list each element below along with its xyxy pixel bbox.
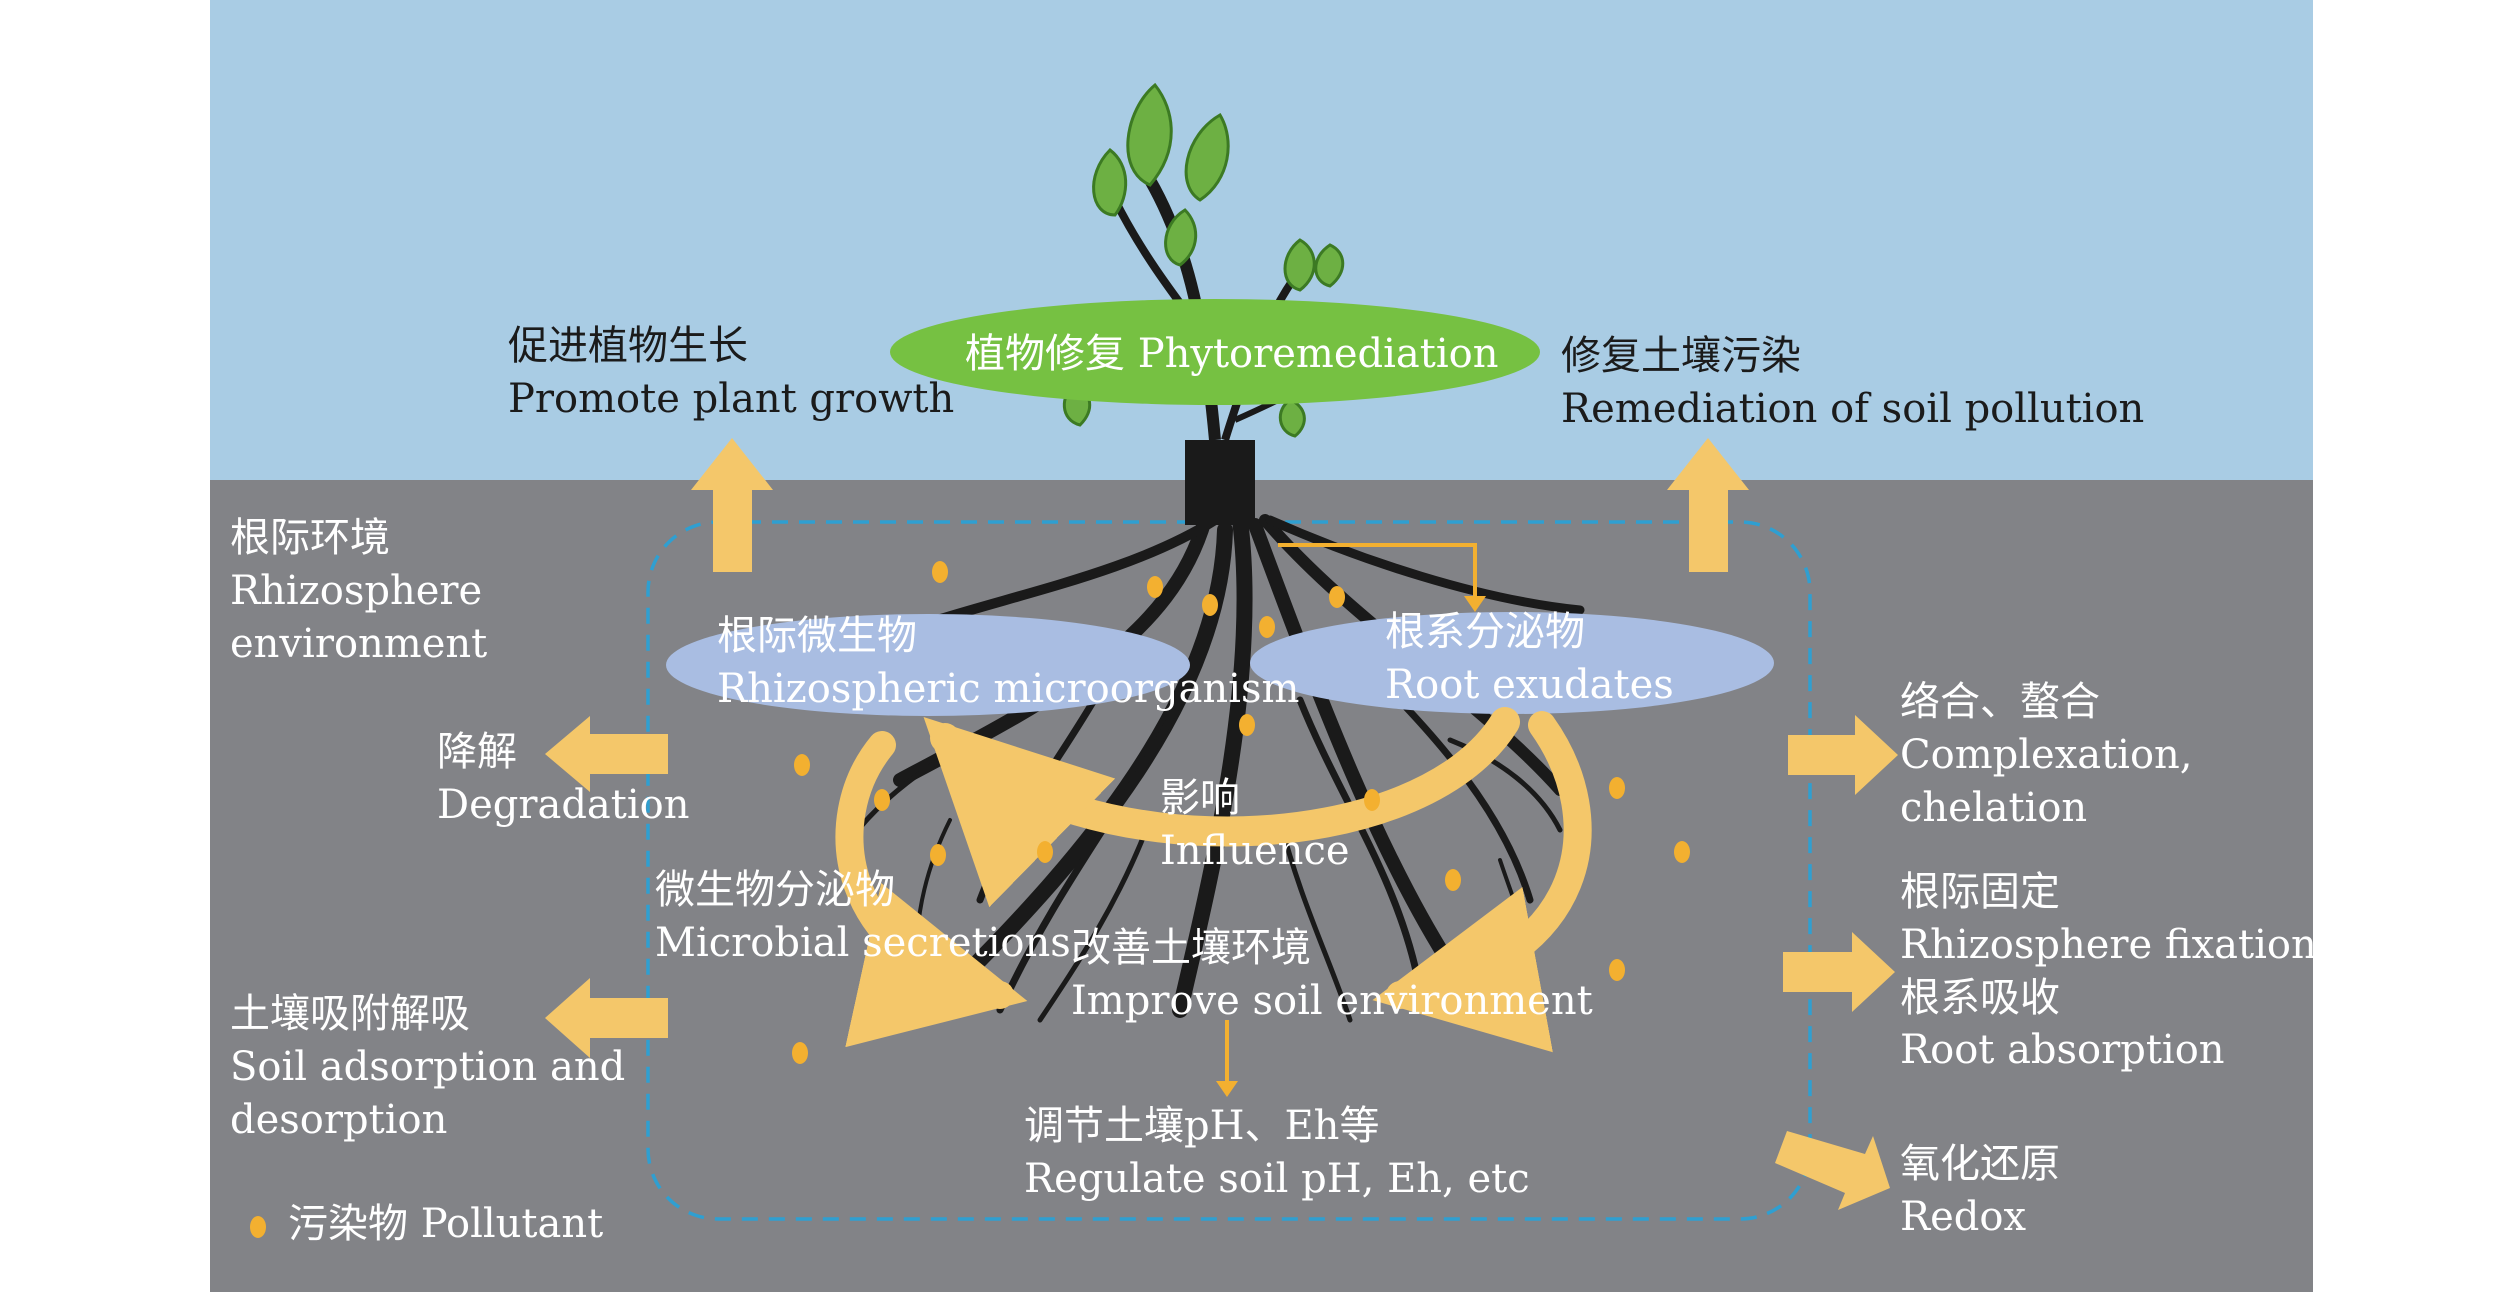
adsorption-arrow: [545, 978, 668, 1058]
degradation-label: 降解 Degradation: [437, 726, 689, 832]
exudates-en: Root exudates: [1385, 661, 1674, 708]
influence-arrow: [923, 707, 1520, 908]
degradation-cn: 降解: [437, 729, 517, 775]
phytoremediation-label: 植物修复 Phytoremediation: [965, 331, 1499, 377]
pollutant-dot: [1147, 576, 1163, 598]
degradation-en: Degradation: [437, 781, 690, 828]
rhizosphere-boundary: [646, 520, 1812, 1221]
microorganism-en: Rhizospheric microorganism: [717, 665, 1300, 712]
exudates-cn: 根系分泌物: [1385, 609, 1585, 655]
adsorption-label: 土壤吸附解吸 Soil adsorption and desorption: [230, 988, 625, 1146]
regulate-cn: 调节土壤pH、Eh等: [1024, 1103, 1380, 1149]
promote-growth-cn: 促进植物生长: [508, 323, 748, 369]
thin-arrows: [1225, 543, 1477, 1085]
pollutant-dot: [1609, 959, 1625, 981]
rhizo-env-cn: 根际环境: [230, 515, 390, 561]
thin-arrowhead-regulate: [1216, 1081, 1238, 1097]
influence-en: Influence: [1160, 827, 1350, 874]
complexation-label: 络合、螯合 Complexation, chelation: [1900, 676, 2193, 834]
pollutant-dot: [1674, 841, 1690, 863]
pollutant-dot: [792, 1042, 808, 1064]
regulate-label: 调节土壤pH、Eh等 Regulate soil pH, Eh, etc: [1024, 1100, 1530, 1206]
secretions-en: Microbial secretions: [655, 919, 1071, 966]
pollutant-dot: [1239, 714, 1255, 736]
promote-growth-en: Promote plant growth: [508, 375, 955, 422]
thin-arrowhead-exudates: [1464, 596, 1486, 612]
pollutant-dots: [250, 561, 1690, 1238]
exudates-oval: [1250, 612, 1774, 714]
improve-label: 改善土壤环境 Improve soil environment: [1071, 922, 1593, 1028]
fixation-cn: 根际固定: [1900, 869, 2060, 915]
fixation-absorption-label: 根际固定 Rhizosphere fixation 根系吸收 Root abso…: [1900, 866, 2317, 1077]
complex-en1: Complexation,: [1900, 731, 2193, 778]
soil-background: [210, 480, 2313, 1292]
legend-dot: [250, 1216, 266, 1238]
adsorption-cn: 土壤吸附解吸: [230, 991, 470, 1037]
promote-growth-label: 促进植物生长 Promote plant growth: [508, 320, 954, 426]
exudates-label: 根系分泌物 Root exudates: [1385, 606, 1674, 712]
legend-pollutant-label: 污染物 Pollutant: [288, 1201, 604, 1247]
degradation-arrow: [545, 716, 668, 792]
microorganism-label: 根际微生物 Rhizospheric microorganism: [717, 610, 1299, 716]
absorption-cn: 根系吸收: [1900, 974, 2060, 1021]
remediation-label: 修复土壤污染 Remediation of soil pollution: [1561, 330, 2144, 436]
pollutant-dot: [930, 844, 946, 866]
phytoremediation-oval: [890, 299, 1540, 405]
pollutant-dot: [1259, 616, 1275, 638]
influence-label: 影响 Influence: [1160, 772, 1350, 878]
secretions-cn: 微生物分泌物: [655, 867, 895, 913]
complexation-arrow: [1788, 715, 1898, 795]
pollutant-dot: [932, 561, 948, 583]
adsorption-en1: Soil adsorption and: [230, 1043, 626, 1090]
block-arrows: [545, 438, 1898, 1210]
improve-cn: 改善土壤环境: [1071, 925, 1311, 971]
fixation-en: Rhizosphere fixation: [1900, 921, 2317, 968]
pollutant-dot: [794, 754, 810, 776]
redox-cn: 氧化还原: [1900, 1141, 2060, 1187]
adsorption-en2: desorption: [230, 1096, 448, 1143]
improve-en: Improve soil environment: [1071, 977, 1593, 1024]
improve-arrow: [1372, 711, 1592, 1053]
up-arrow-left: [691, 438, 773, 572]
up-arrow-right: [1667, 438, 1749, 572]
secretions-arrow: [835, 731, 1028, 1048]
redox-arrow: [1775, 1131, 1890, 1210]
secretions-label: 微生物分泌物 Microbial secretions: [655, 864, 1071, 970]
remediation-en: Remediation of soil pollution: [1561, 385, 2145, 432]
pollutant-dot: [1609, 777, 1625, 799]
microorganism-cn: 根际微生物: [717, 613, 917, 659]
redox-en: Redox: [1900, 1193, 2027, 1240]
pollutant-dot: [1329, 586, 1345, 608]
influence-cn: 影响: [1160, 775, 1240, 821]
rhizo-env-en1: Rhizosphere: [230, 567, 483, 614]
absorption-en: Root absorption: [1900, 1027, 2225, 1074]
microorganism-oval: [666, 614, 1190, 716]
pollutant-dot: [1202, 594, 1218, 616]
fixation-arrow: [1783, 932, 1895, 1012]
pollutant-dot: [1364, 789, 1380, 811]
pollutant-dot: [1037, 841, 1053, 863]
complex-cn: 络合、螯合: [1900, 679, 2100, 725]
redox-label: 氧化还原 Redox: [1900, 1138, 2060, 1244]
rhizo-env-en2: environment: [230, 620, 488, 667]
remediation-cn: 修复土壤污染: [1561, 333, 1801, 379]
curved-arrows: [835, 707, 1592, 1053]
complex-en2: chelation: [1900, 784, 2088, 831]
pollutant-dot: [1445, 869, 1461, 891]
pollutant-dot: [874, 789, 890, 811]
regulate-en: Regulate soil pH, Eh, etc: [1024, 1155, 1530, 1202]
rhizosphere-environment-label: 根际环境 Rhizosphere environment: [230, 512, 487, 670]
